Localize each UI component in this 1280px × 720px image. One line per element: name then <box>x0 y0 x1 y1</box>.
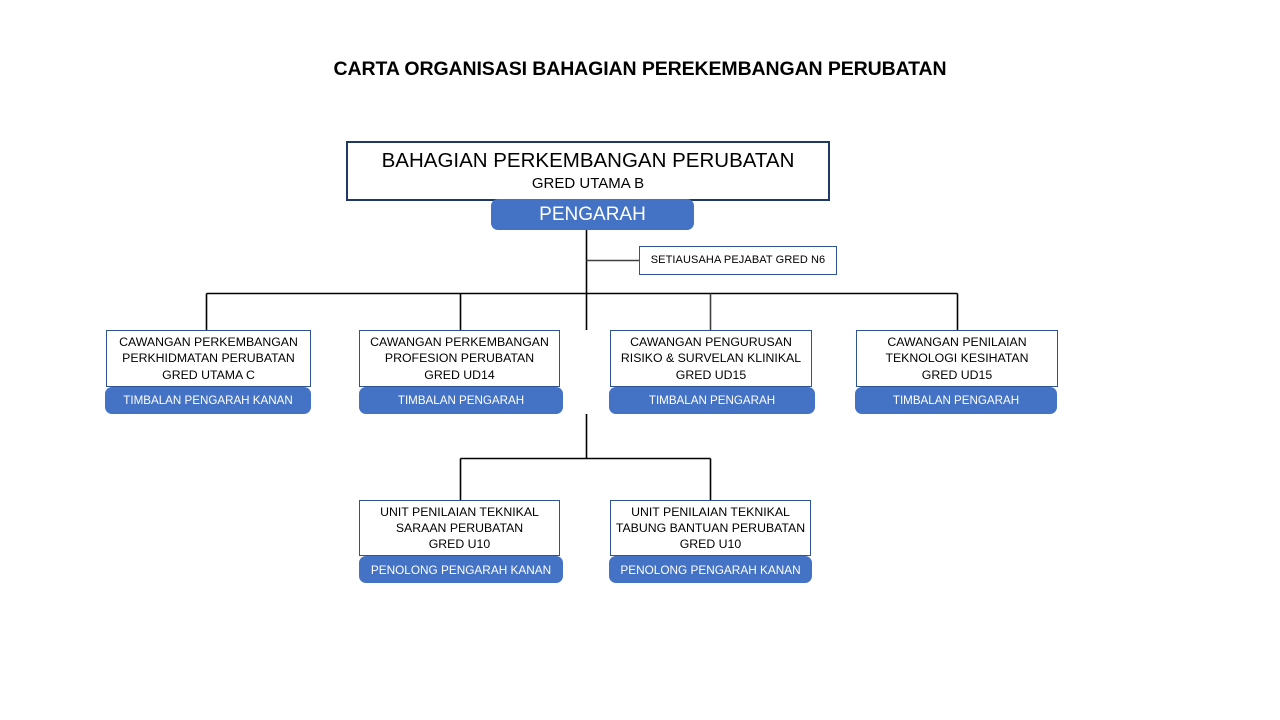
org-node-root-line2: GRED UTAMA B <box>531 174 645 192</box>
org-node-unit-1-line1: UNIT PENILAIAN TEKNIKAL <box>631 504 790 519</box>
role-pill-pengarah[interactable]: PENGARAH <box>491 199 694 230</box>
org-node-unit-0-body: UNIT PENILAIAN TEKNIKAL SARAAN PERUBATAN… <box>359 500 560 556</box>
org-node-unit-1-line3: GRED U10 <box>679 537 742 552</box>
org-node-branch-3-line2: TEKNOLOGI KESIHATAN <box>885 351 1029 366</box>
org-node-branch-3-body: CAWANGAN PENILAIAN TEKNOLOGI KESIHATAN G… <box>856 330 1058 387</box>
org-node-secretary-line1: SETIAUSAHA PEJABAT GRED N6 <box>650 254 826 267</box>
org-node-branch-1-line2: PROFESION PERUBATAN <box>384 351 535 366</box>
org-node-branch-0-line2: PERKHIDMATAN PERUBATAN <box>122 351 295 366</box>
page-title: CARTA ORGANISASI BAHAGIAN PEREKEMBANGAN … <box>333 58 947 80</box>
role-pill-unit-1[interactable]: PENOLONG PENGARAH KANAN <box>609 556 812 583</box>
org-node-root[interactable]: BAHAGIAN PERKEMBANGAN PERUBATAN GRED UTA… <box>346 141 830 201</box>
org-node-branch-0-body: CAWANGAN PERKEMBANGAN PERKHIDMATAN PERUB… <box>106 330 311 387</box>
org-node-branch-0-line3: GRED UTAMA C <box>162 367 255 382</box>
role-pill-branch-1[interactable]: TIMBALAN PENGARAH <box>359 387 563 414</box>
org-node-secretary[interactable]: SETIAUSAHA PEJABAT GRED N6 <box>639 246 837 275</box>
org-node-unit-0-line1: UNIT PENILAIAN TEKNIKAL <box>380 504 539 519</box>
org-node-root-line1: BAHAGIAN PERKEMBANGAN PERUBATAN <box>381 148 795 172</box>
org-node-branch-2-line3: GRED UD15 <box>675 367 747 382</box>
org-node-secretary-body: SETIAUSAHA PEJABAT GRED N6 <box>639 246 837 275</box>
org-node-branch-2-line1: CAWANGAN PENGURUSAN <box>630 335 792 350</box>
org-node-branch-1-body: CAWANGAN PERKEMBANGAN PROFESION PERUBATA… <box>359 330 560 387</box>
org-node-branch-3-line1: CAWANGAN PENILAIAN <box>887 335 1027 350</box>
org-node-branch-2-body: CAWANGAN PENGURUSAN RISIKO & SURVELAN KL… <box>610 330 812 387</box>
org-node-unit-0-line2: SARAAN PERUBATAN <box>395 520 524 535</box>
org-node-branch-3-line3: GRED UD15 <box>921 367 993 382</box>
org-node-branch-1-line1: CAWANGAN PERKEMBANGAN <box>370 335 549 350</box>
role-pill-unit-0[interactable]: PENOLONG PENGARAH KANAN <box>359 556 563 583</box>
org-node-unit-1-body: UNIT PENILAIAN TEKNIKAL TABUNG BANTUAN P… <box>610 500 811 556</box>
org-node-unit-0-line3: GRED U10 <box>428 537 491 552</box>
org-node-branch-0-line1: CAWANGAN PERKEMBANGAN <box>119 335 298 350</box>
role-pill-branch-0[interactable]: TIMBALAN PENGARAH KANAN <box>105 387 311 414</box>
role-pill-branch-3[interactable]: TIMBALAN PENGARAH <box>855 387 1057 414</box>
role-pill-branch-2[interactable]: TIMBALAN PENGARAH <box>609 387 815 414</box>
org-node-branch-2-line2: RISIKO & SURVELAN KLINIKAL <box>620 351 802 366</box>
org-node-unit-1-line2: TABUNG BANTUAN PERUBATAN <box>615 520 806 535</box>
org-node-root-body: BAHAGIAN PERKEMBANGAN PERUBATAN GRED UTA… <box>346 141 830 201</box>
org-node-branch-1-line3: GRED UD14 <box>424 367 495 382</box>
